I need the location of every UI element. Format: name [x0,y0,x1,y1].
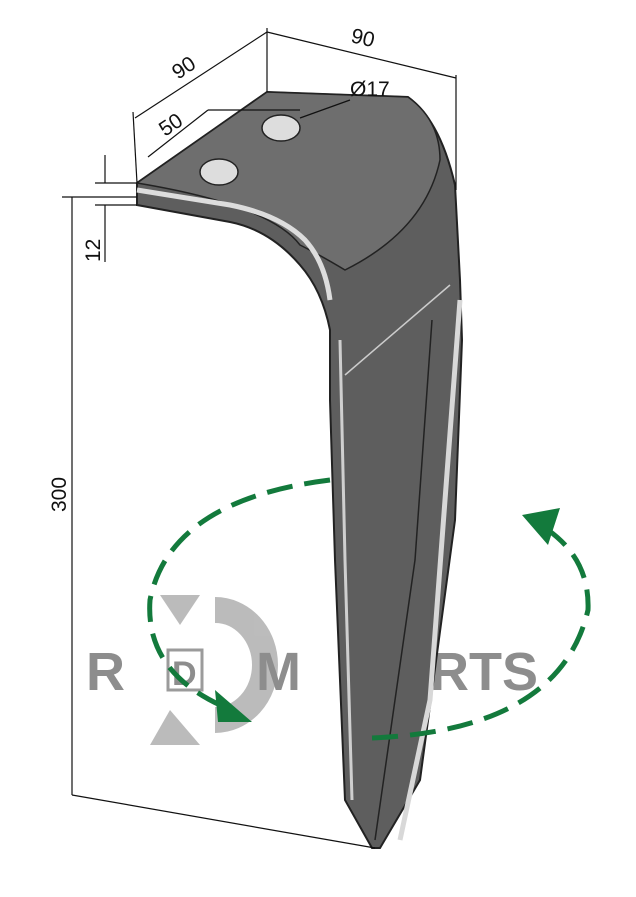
watermark-d-box [166,648,204,692]
blade-highlight-left [338,339,354,801]
rotation-arrowhead-left-icon [215,690,252,722]
rotation-arrows [147,477,591,741]
dim-thickness: 12 [82,239,105,262]
watermark-arrow-bottom [150,710,200,745]
dim-hole-diameter: Ø17 [350,78,390,101]
rotation-arc-left [147,477,331,708]
rotation-arc-right [371,527,591,741]
dim-hole-spacing: 50 [155,109,187,141]
watermark-letter-m: M [256,642,301,702]
mounting-hole-rear [261,114,301,142]
dim-length: 300 [48,477,71,512]
watermark-arrow-top [160,595,200,625]
edge-highlight [136,187,333,301]
tine [135,90,464,849]
dimension-lines [62,28,457,849]
watermark-letter-r: R [86,642,125,702]
blade-edge-line [374,319,433,841]
bend-line [344,284,451,376]
watermark-letters-rts: RTS [430,642,538,702]
rotation-arrowhead-right-icon [522,508,560,545]
dim-width-right: 90 [349,24,377,52]
mounting-hole-front [199,158,239,186]
blade-highlight-right [397,299,463,841]
